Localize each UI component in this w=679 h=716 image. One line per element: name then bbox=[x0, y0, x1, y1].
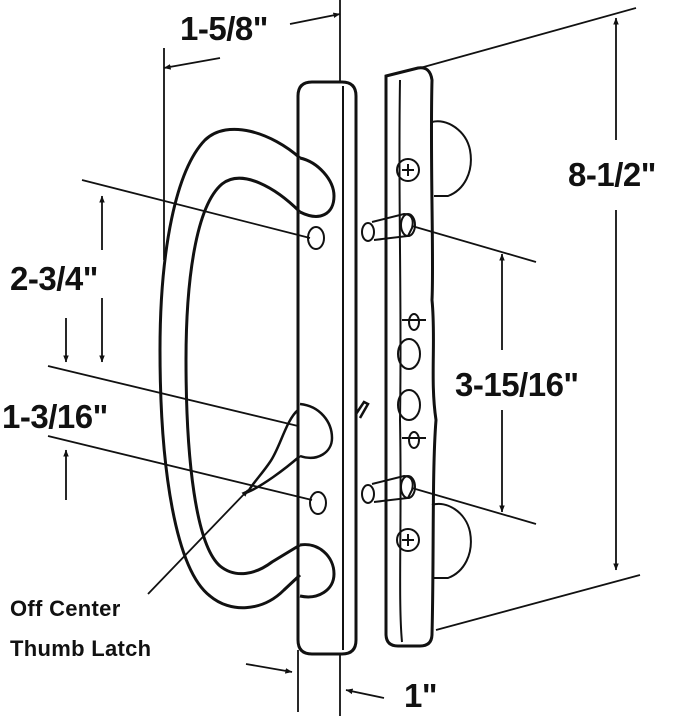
pull-handle bbox=[158, 127, 336, 610]
upper-screw-hole bbox=[307, 226, 325, 250]
bottom-width-label: 1" bbox=[404, 677, 438, 714]
height-ext-bottom bbox=[435, 574, 641, 631]
thumb-latch-leader bbox=[147, 489, 249, 595]
latch-ext-bottom bbox=[47, 435, 313, 501]
bottom-width-arrow-left bbox=[245, 663, 293, 674]
hole-spacing-label: 2-3/4" bbox=[10, 260, 98, 297]
callout-line-2: Thumb Latch bbox=[10, 636, 152, 661]
post-ext-bottom bbox=[411, 487, 537, 525]
post-spacing-label: 3-15/16" bbox=[455, 366, 579, 403]
lower-screw-hole bbox=[309, 491, 327, 515]
callout-line-1: Off Center bbox=[10, 596, 121, 621]
latch-offset-label: 1-3/16" bbox=[2, 398, 108, 435]
bottom-screw-head bbox=[396, 528, 420, 552]
latch-ext-top bbox=[47, 365, 299, 427]
lower-mount-post bbox=[361, 474, 416, 504]
post-ext-top bbox=[411, 225, 537, 263]
top-width-arrow-left bbox=[163, 57, 221, 70]
top-width-arrow-right bbox=[289, 12, 341, 25]
top-width-label: 1-5/8" bbox=[180, 10, 268, 47]
overall-height-label: 8-1/2" bbox=[568, 156, 656, 193]
inside-mounting-plate bbox=[384, 66, 472, 648]
height-ext-top bbox=[419, 7, 637, 69]
outside-escutcheon-plate bbox=[296, 80, 358, 656]
upper-mount-post bbox=[361, 212, 416, 242]
thumb-latch bbox=[245, 400, 370, 495]
latch-cutout-group bbox=[397, 313, 426, 449]
hole-ext-top bbox=[81, 179, 311, 239]
top-screw-head bbox=[396, 158, 420, 182]
bottom-width-arrow-right bbox=[345, 688, 385, 699]
